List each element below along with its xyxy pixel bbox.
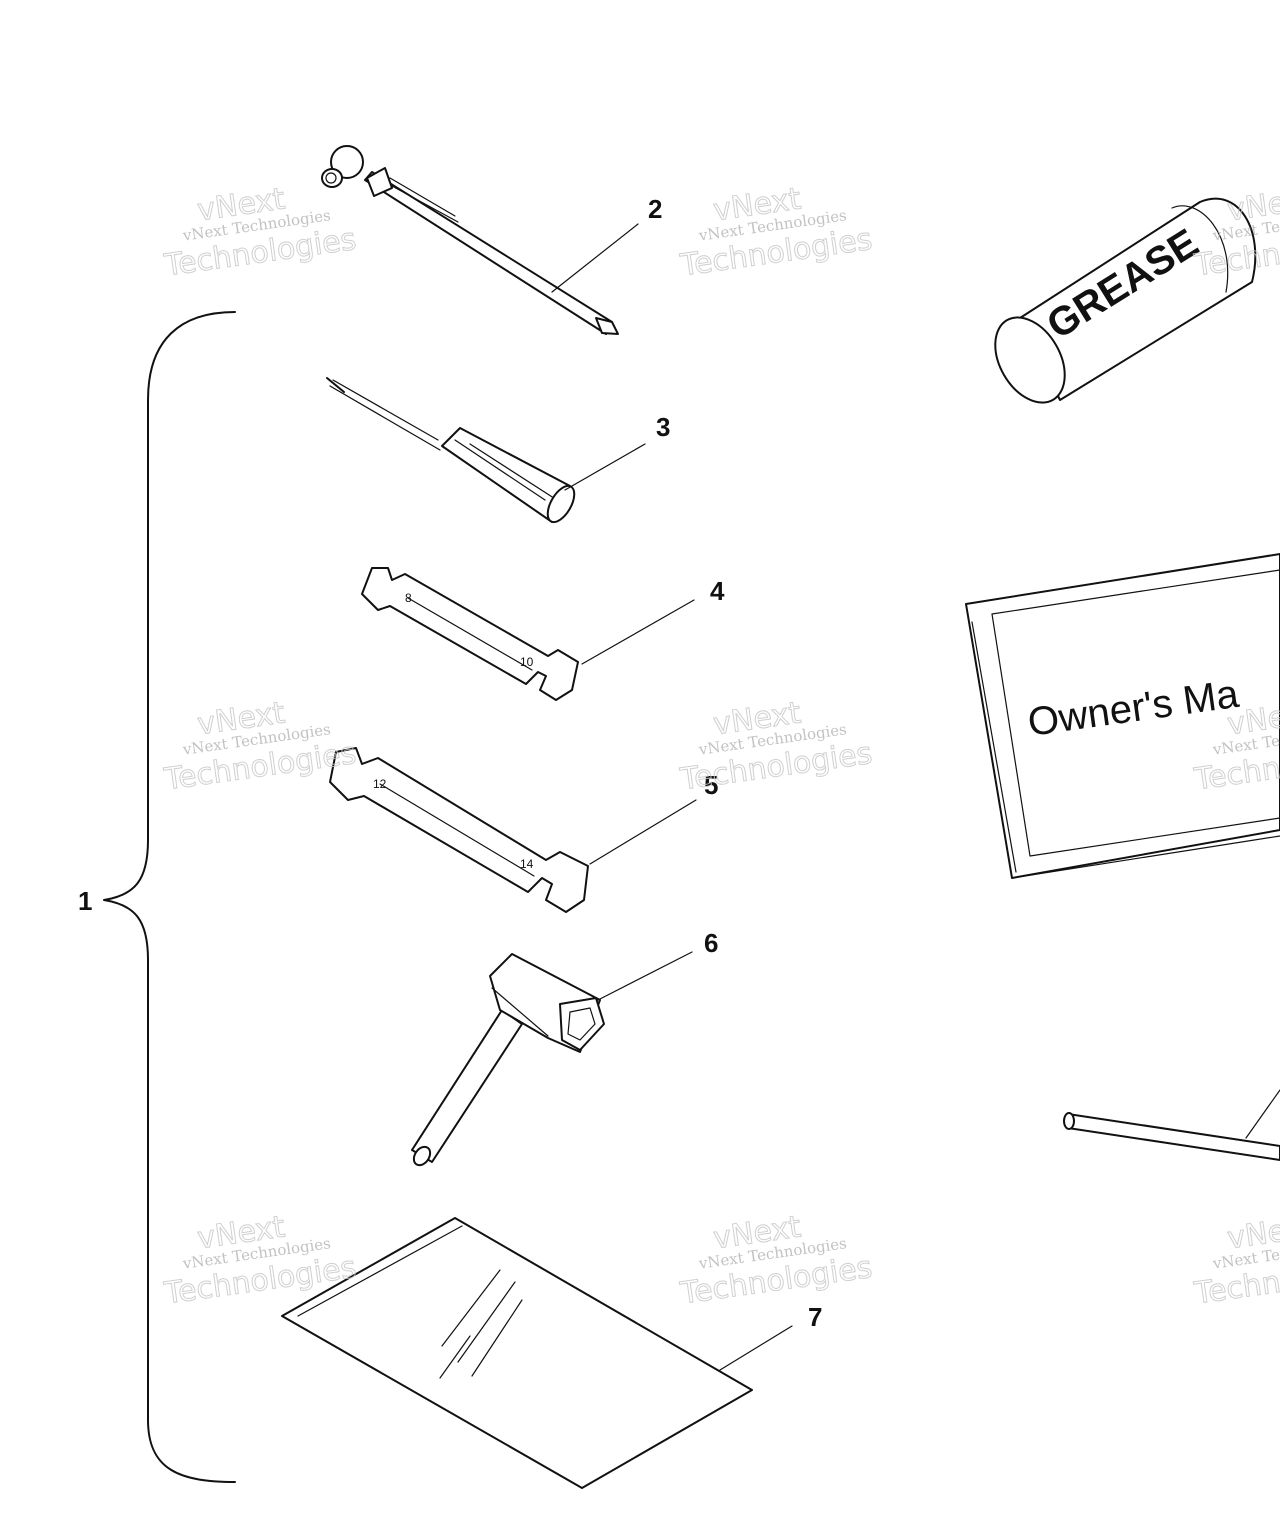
callout-1: 1 <box>78 886 92 916</box>
callout-6: 6 <box>704 928 718 958</box>
callout-7: 7 <box>808 1302 822 1332</box>
rod-tool <box>1063 1089 1280 1161</box>
callout-2: 2 <box>648 194 662 224</box>
tool-bag <box>281 1217 753 1489</box>
group-bracket <box>103 311 236 1483</box>
wrench-large-size-b: 14 <box>520 857 534 871</box>
spark-plug-socket <box>411 953 605 1167</box>
wrench-large-size-a: 12 <box>373 777 387 791</box>
owners-manual: Owner's Ma <box>965 553 1280 879</box>
callout-5: 5 <box>704 770 718 800</box>
leader-5 <box>589 799 697 865</box>
leader-2 <box>551 223 639 293</box>
wrench-small-size-a: 8 <box>405 591 412 605</box>
tire-gauge <box>321 145 619 335</box>
leader-4 <box>581 599 695 665</box>
callout-4: 4 <box>710 576 725 606</box>
wrench-small-size-b: 10 <box>520 655 534 669</box>
callout-3: 3 <box>656 412 670 442</box>
watermark: vNext vNext Technologies Technologies vN… <box>161 181 1280 1312</box>
wrench-large: 12 14 <box>329 747 589 913</box>
screwdriver <box>326 377 576 524</box>
leader-7 <box>719 1325 793 1371</box>
leader-6 <box>597 951 693 1001</box>
wrench-small: 8 10 <box>361 567 579 701</box>
leader-3 <box>564 443 646 491</box>
